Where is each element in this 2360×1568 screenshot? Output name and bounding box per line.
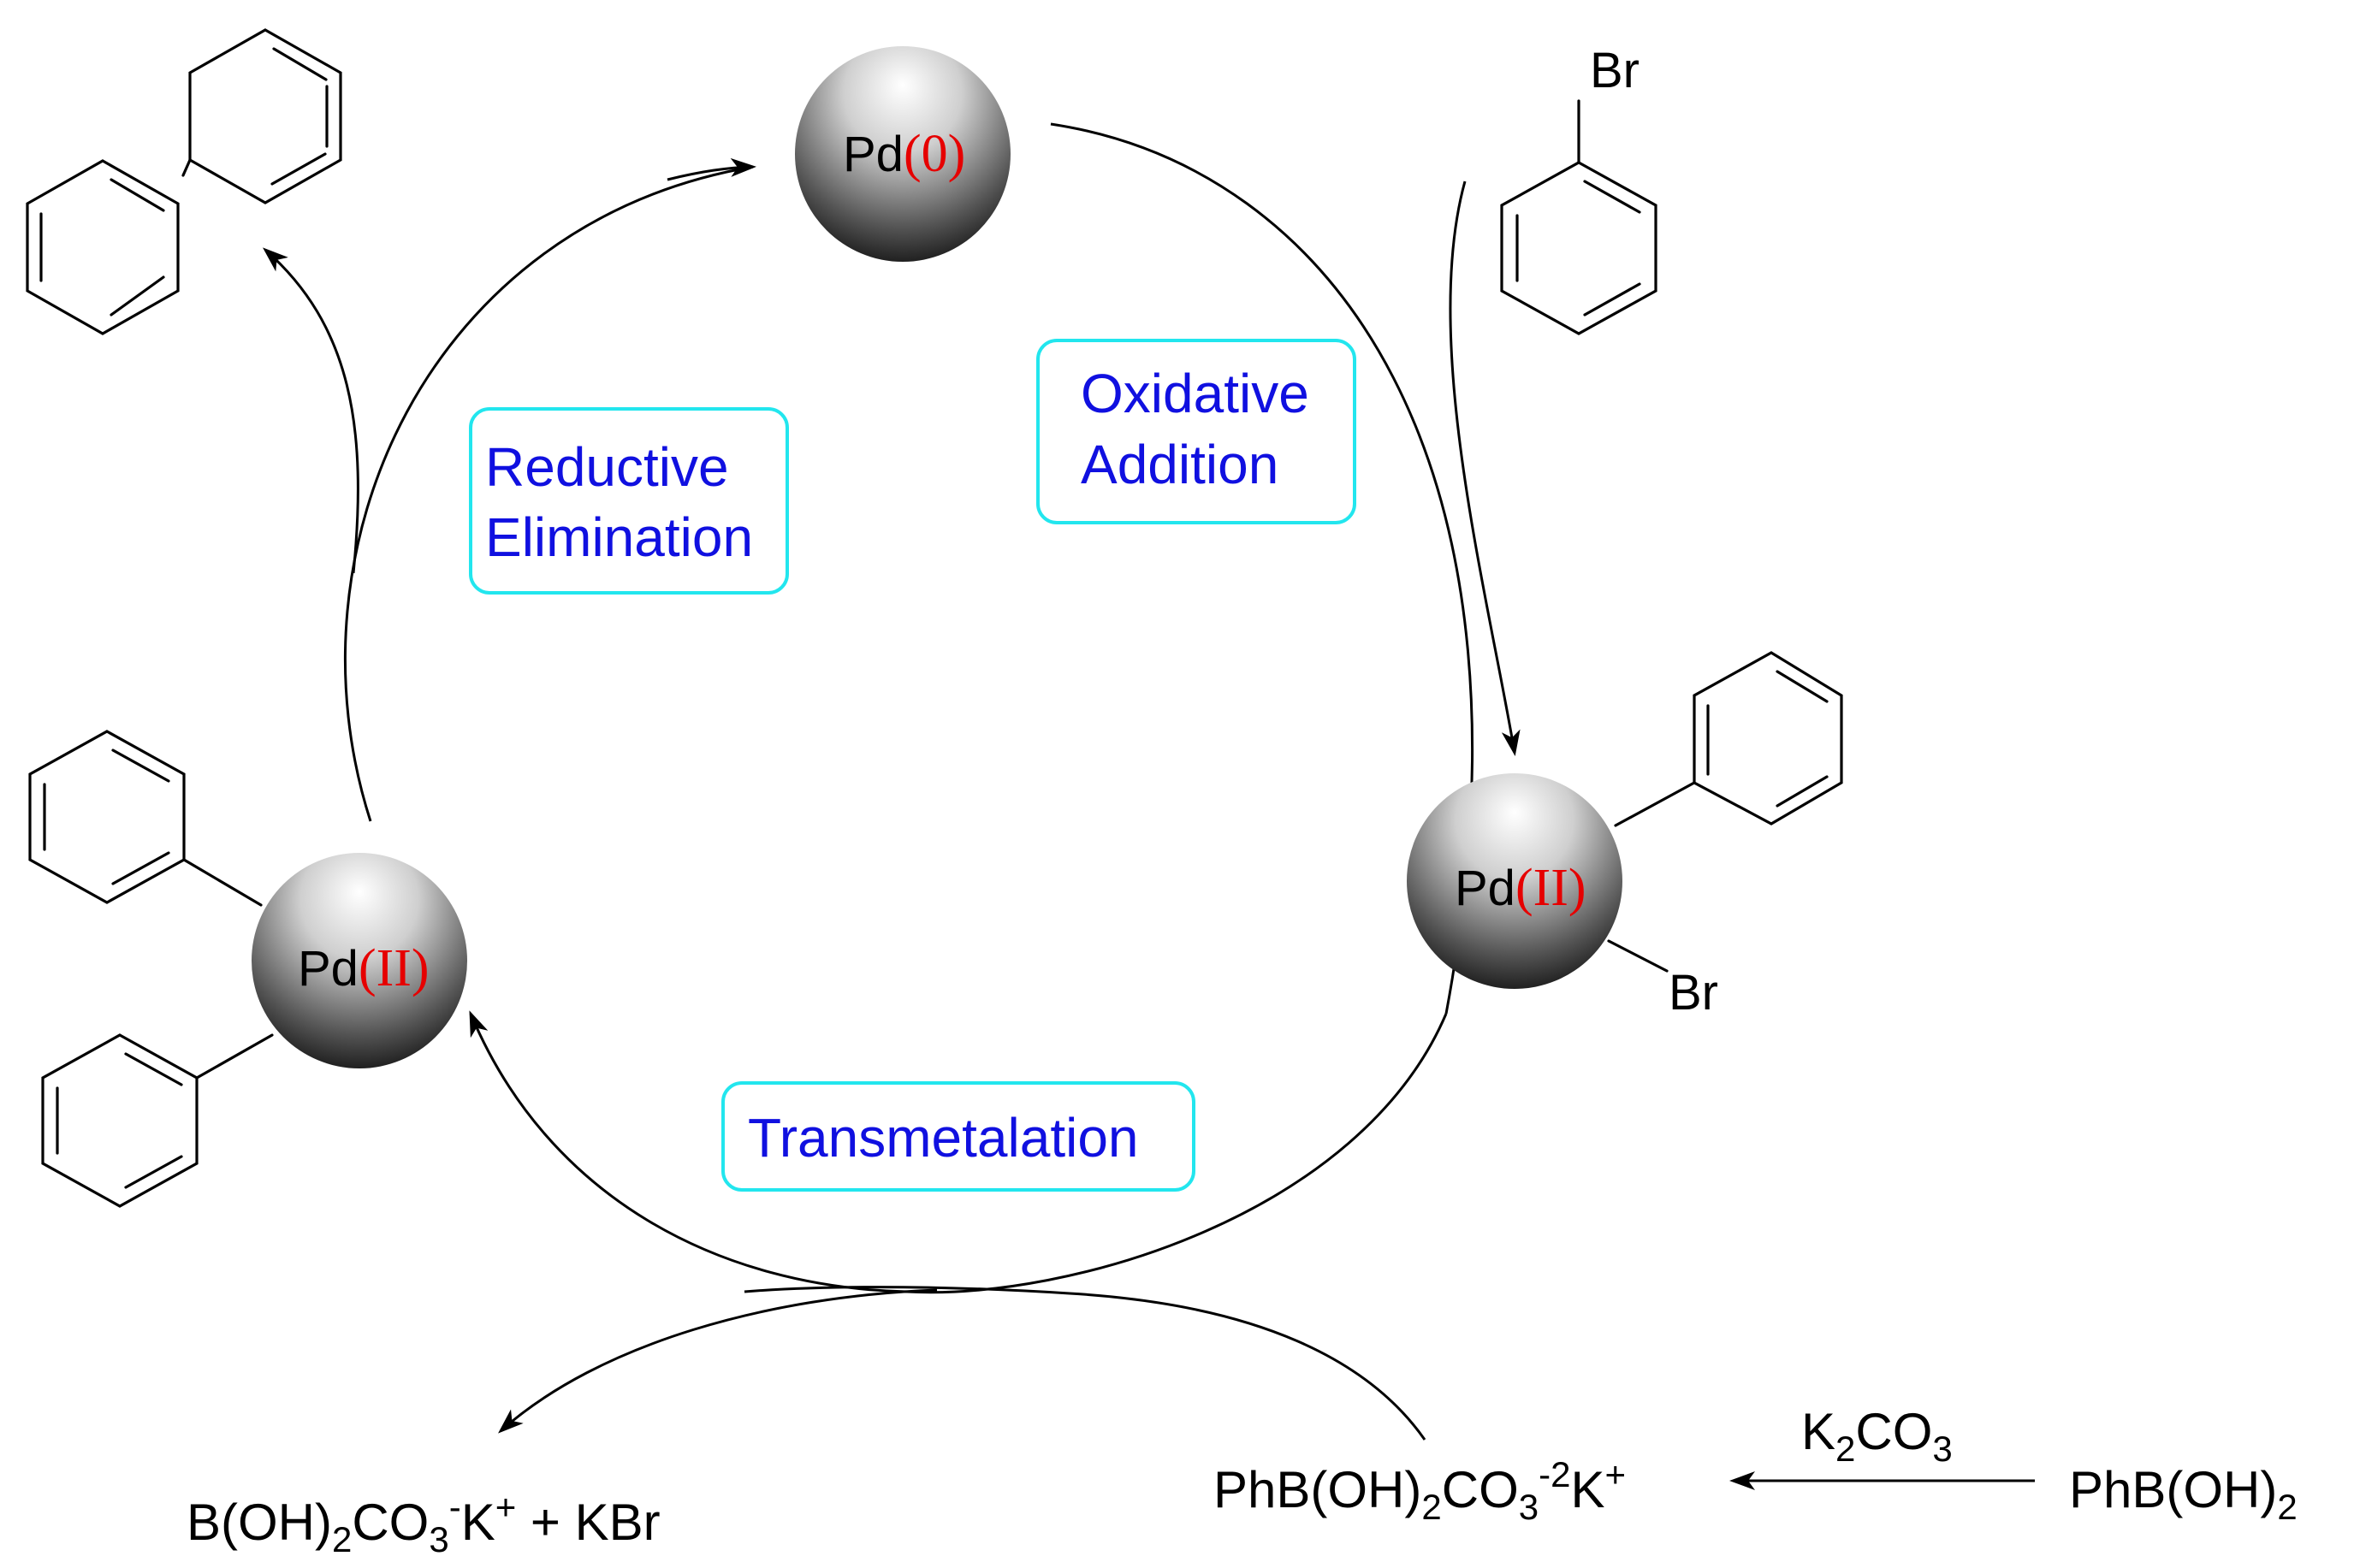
left-pdii-oxidation: (II) (359, 939, 430, 997)
right-pd-br-label: Br (1669, 965, 1718, 1021)
byproduct-part4: + KBr (516, 1494, 660, 1551)
side-arrows (262, 180, 2035, 1490)
transmetalation-label: Transmetalation (748, 1107, 1139, 1169)
right-pdii-sphere (1407, 773, 1622, 989)
transmetalation-frame (721, 1081, 1195, 1192)
base-formula: K2CO3 (1801, 1403, 1953, 1469)
byproduct-part1: B(OH) (187, 1494, 332, 1551)
oxidative-addition-line2: Addition (1081, 434, 1278, 495)
pd0-label: Pd(0) (843, 125, 965, 183)
biphenyl-ring-lower (26, 159, 180, 335)
right-pdii-metal: Pd (1455, 861, 1515, 916)
byproduct-sub2: 3 (429, 1519, 448, 1559)
right-pdii-complex: Pd(II) (1407, 773, 1622, 989)
byproduct-formula: B(OH)2CO3-K+ + KBr (187, 1487, 661, 1559)
base-part2: CO (1855, 1403, 1932, 1460)
boronic-acid-formula: PhB(OH)2 (2069, 1461, 2298, 1527)
left-pd-phenyls (28, 730, 274, 1208)
aryl-halide-arrow (1449, 180, 1521, 756)
byproduct-part3: K (461, 1494, 495, 1551)
biphenyl-product (26, 28, 342, 335)
right-pdii-oxidation: (II) (1515, 859, 1586, 917)
byproduct-part2: CO (352, 1494, 429, 1551)
left-pdii-label: Pd(II) (298, 939, 430, 997)
bromobenzene-ring (1500, 161, 1657, 335)
left-phenyl-ring-upper (28, 730, 186, 904)
left-pdii-sphere (252, 853, 467, 1068)
transmetalation-box: Transmetalation (721, 1081, 1195, 1192)
byproduct-sup2: + (495, 1487, 517, 1527)
reductive-elimination-frame (469, 407, 789, 595)
boronic-acid-part1: PhB(OH) (2069, 1461, 2277, 1518)
oxidative-addition-box: Oxidative Addition (1036, 339, 1356, 524)
byproduct-sub1: 2 (332, 1519, 352, 1559)
byproduct-sup1: - (449, 1487, 461, 1527)
bromobenzene: Br (1500, 43, 1657, 335)
right-pdii-label: Pd(II) (1455, 859, 1586, 917)
pd0-catalyst: Pd(0) (795, 46, 1011, 262)
byproduct-arrow (498, 1288, 938, 1434)
boronate-sup2: + (1604, 1454, 1626, 1494)
boronate-sub2: 3 (1519, 1487, 1539, 1527)
base-sub2: 3 (1932, 1429, 1952, 1469)
boronate-formula: PhB(OH)2CO3-2K+ (1213, 1454, 1626, 1527)
left-phenyl-ring-lower (41, 1033, 199, 1208)
base-part1: K (1801, 1403, 1835, 1460)
boronate-part2: CO (1442, 1461, 1519, 1518)
pd0-sphere (795, 46, 1011, 262)
arrow-into-pd0 (667, 157, 756, 181)
left-pdii-metal: Pd (298, 941, 359, 997)
pd0-oxidation: (0) (904, 125, 965, 183)
pd0-metal: Pd (843, 127, 904, 182)
right-phenyl-ring (1693, 651, 1843, 825)
reductive-elimination-line1: Reductive (485, 436, 729, 498)
base-sub1: 2 (1835, 1429, 1855, 1469)
bromobenzene-br-label: Br (1590, 43, 1640, 98)
biphenyl-ring-upper (188, 28, 342, 204)
boronate-part3: K (1570, 1461, 1604, 1518)
arc-reductive-elimination (344, 165, 754, 822)
boronate-sub1: 2 (1421, 1487, 1441, 1527)
product-release-arrow (262, 247, 359, 574)
boronate-part1: PhB(OH) (1213, 1461, 1421, 1518)
reductive-elimination-line2: Elimination (485, 506, 753, 568)
boronate-to-cycle-arrow (744, 1286, 1426, 1441)
oxidative-addition-frame (1036, 339, 1356, 524)
boronic-acid-sub1: 2 (2277, 1487, 2297, 1527)
right-pd-phenyl: Br (1607, 651, 1843, 1021)
left-pdii-complex: Pd(II) (252, 853, 467, 1068)
reductive-elimination-box: Reductive Elimination (469, 407, 789, 595)
oxidative-addition-line1: Oxidative (1081, 363, 1309, 424)
boronate-sup1: -2 (1539, 1454, 1570, 1494)
